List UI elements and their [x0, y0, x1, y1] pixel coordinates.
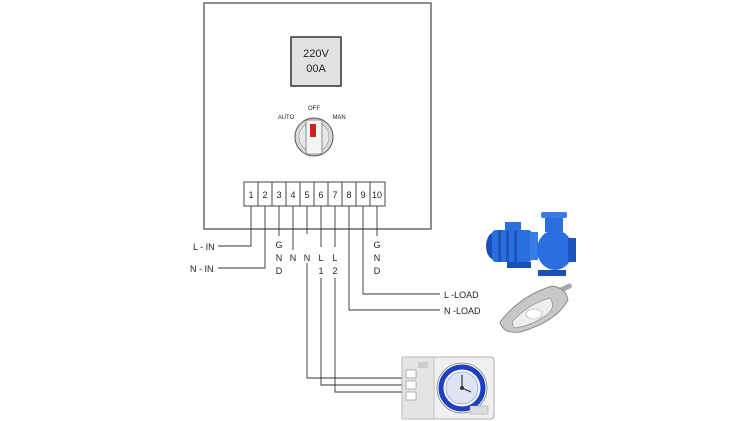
terminal-4: 4	[290, 190, 295, 200]
label-l2-l: L	[332, 253, 337, 263]
label-l1-l: L	[318, 253, 323, 263]
display-current: 00A	[306, 63, 326, 75]
label-n-in: N - IN	[190, 264, 214, 274]
water-pump-icon	[486, 212, 576, 276]
terminal-block	[243, 181, 386, 207]
label-n-wire-5: N	[304, 253, 311, 263]
label-gnd-right-d: D	[374, 266, 381, 276]
label-n-load: N -LOAD	[444, 306, 481, 316]
terminal-7: 7	[332, 190, 337, 200]
wires	[218, 206, 440, 393]
wire-t5-timer	[306, 206, 410, 379]
label-l-in: L - IN	[193, 242, 215, 252]
terminal-3: 3	[276, 190, 281, 200]
terminal-1: 1	[248, 190, 253, 200]
street-lamp-icon	[499, 283, 572, 333]
label-gnd-right-n: N	[374, 253, 381, 263]
label-l-load: L -LOAD	[444, 290, 479, 300]
wire-n-load	[348, 206, 440, 311]
terminal-9: 9	[360, 190, 365, 200]
wire-n-in	[218, 206, 266, 269]
terminal-8: 8	[346, 190, 351, 200]
wire-l-in	[218, 206, 252, 247]
label-l2-2: 2	[332, 266, 337, 276]
timer-icon	[401, 356, 495, 420]
wire-l-load	[362, 206, 440, 295]
label-n-wire-4: N	[290, 253, 297, 263]
label-gnd-left-n: N	[276, 253, 283, 263]
terminal-5: 5	[304, 190, 309, 200]
label-gnd-left-g: G	[275, 240, 282, 250]
label-l1-1: 1	[318, 266, 323, 276]
wire-l1	[320, 206, 410, 386]
terminal-2: 2	[262, 190, 267, 200]
selector-label-auto: AUTO	[278, 115, 295, 121]
selector-knob[interactable]	[294, 117, 334, 157]
selector-label-man: MAN	[332, 115, 345, 121]
selector-label-off: OFF	[308, 106, 320, 112]
terminal-10: 10	[372, 190, 382, 200]
label-gnd-left-d: D	[276, 266, 283, 276]
display-voltage: 220V	[303, 48, 329, 60]
terminal-6: 6	[318, 190, 323, 200]
label-gnd-right-g: G	[373, 240, 380, 250]
wire-l2	[334, 206, 410, 393]
display-panel	[290, 36, 342, 87]
